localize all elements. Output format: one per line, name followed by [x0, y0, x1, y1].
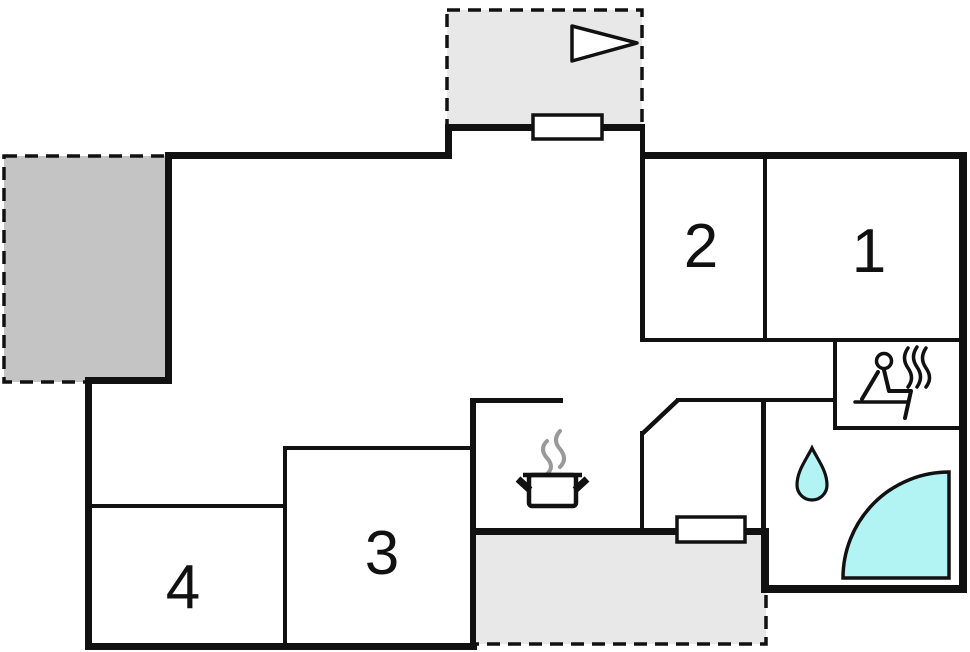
sauna-person-head [874, 351, 894, 371]
wall-bump-left [445, 124, 452, 159]
pot-handle-right [572, 476, 590, 493]
wall-kitchen-top [470, 398, 563, 403]
wall-room3-right [470, 400, 476, 650]
wall-sauna-bottom [833, 426, 961, 430]
wall-room3-top [283, 446, 474, 450]
wall-notch [85, 377, 172, 384]
wall-kitchen-right [640, 431, 644, 532]
terrace-bottom [472, 528, 768, 646]
wall-kitchen-bottom [470, 528, 766, 535]
pot-body [526, 472, 579, 509]
pot-handle-left [515, 476, 533, 493]
steam-line [902, 346, 914, 389]
wall-left-lower [85, 377, 92, 650]
steam-line [911, 345, 923, 389]
wall-rooms-1-2-divider [763, 155, 767, 340]
flag-pennant-icon [570, 24, 639, 63]
sauna-person-arm [860, 370, 880, 401]
room-1-label: 1 [852, 217, 886, 286]
shower-basin-icon [841, 470, 951, 580]
terrace-top-left [2, 154, 170, 384]
sauna-steam-lines [902, 345, 932, 389]
wall-top-left [165, 152, 452, 159]
wall-bathroom-left-upper [761, 398, 766, 528]
room-2-label: 2 [684, 212, 718, 281]
wall-room3-left [283, 446, 287, 647]
bathroom-icons [795, 444, 951, 580]
room-3-label: 3 [365, 519, 399, 588]
steam-line [920, 346, 932, 389]
water-drop-icon [795, 444, 829, 502]
wall-room4-top [85, 504, 287, 508]
room-4-label: 4 [166, 553, 200, 622]
sauna-person-body-leg [882, 368, 913, 420]
wall-top-right [640, 152, 967, 159]
door-opening-top [531, 113, 604, 141]
wall-sauna-left [833, 340, 837, 430]
wall-room2-left [640, 124, 645, 342]
wall-diagonal [640, 398, 680, 436]
wall-bottom [85, 643, 477, 650]
pot-steam-lines [541, 429, 566, 476]
door-opening-bottom [675, 515, 747, 544]
terrace-top [445, 8, 644, 130]
sauna-person-steam-icon [853, 345, 932, 420]
wall-bathroom-bottom [761, 585, 967, 593]
wall-hallway [676, 398, 835, 402]
cooking-pot-steam-icon [515, 429, 590, 509]
steam-line [541, 439, 553, 476]
wall-rooms-bottom [640, 338, 961, 342]
steam-line [554, 429, 566, 469]
wall-bathroom-left-lower [761, 528, 769, 592]
doors [531, 113, 747, 544]
wall-right [959, 152, 967, 593]
wall-left-upper [165, 152, 172, 384]
